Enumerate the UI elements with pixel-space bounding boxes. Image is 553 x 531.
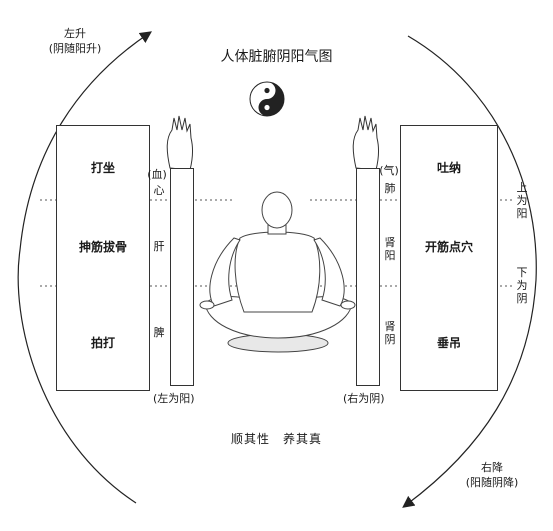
right-descend-note: (阳随阴降) [465,476,519,489]
left-organ-paren: (血) [147,168,167,181]
upper-yang-label: 上为阳 [516,181,528,220]
right-organ-kidney-yang: 肾阳 [384,236,396,262]
left-ascending-arc [17,31,152,504]
left-arm-bar [170,168,194,386]
left-organ-spleen: 脾 [153,326,165,339]
left-organ-heart: 心 [153,184,165,197]
left-practice-2: 抻筋拔骨 [78,240,127,254]
lower-yin-label: 下为阴 [516,266,528,305]
right-organ-kidney-yin: 肾阴 [384,320,396,346]
left-ascend-title: 左升 [64,27,86,40]
right-organ-lung: 肺 [384,182,396,195]
right-practice-1: 吐纳 [436,161,461,175]
left-side-caption: (左为阳) [153,392,195,405]
right-descend-title: 右降 [481,461,503,474]
left-ascend-label: 左升 (阴随阳升) [40,26,110,56]
left-organ-liver: 肝 [153,240,165,253]
right-practice-2: 开筋点穴 [424,240,473,254]
left-practice-1: 打坐 [90,161,115,175]
left-hand-icon [166,115,194,171]
right-descend-label: 右降 (阳随阴降) [452,460,532,490]
meditating-figure-icon [199,191,356,353]
right-practice-box: 吐纳 开筋点穴 垂吊 [400,125,498,391]
left-ascend-note: (阴随阳升) [48,42,102,55]
right-hand-icon [352,115,380,171]
right-side-caption: (右为阴) [343,392,385,405]
right-arm-bar [356,168,380,386]
yin-yang-icon [249,81,285,117]
diagram-title: 人体脏腑阴阳气图 [220,49,333,65]
right-organ-paren: (气) [379,164,399,177]
right-descending-arc [402,35,537,508]
motto-text: 顺其性 养其真 [230,432,322,446]
left-practice-box: 打坐 抻筋拔骨 拍打 [56,125,150,391]
left-practice-3: 拍打 [90,336,115,350]
right-practice-3: 垂吊 [436,336,461,350]
